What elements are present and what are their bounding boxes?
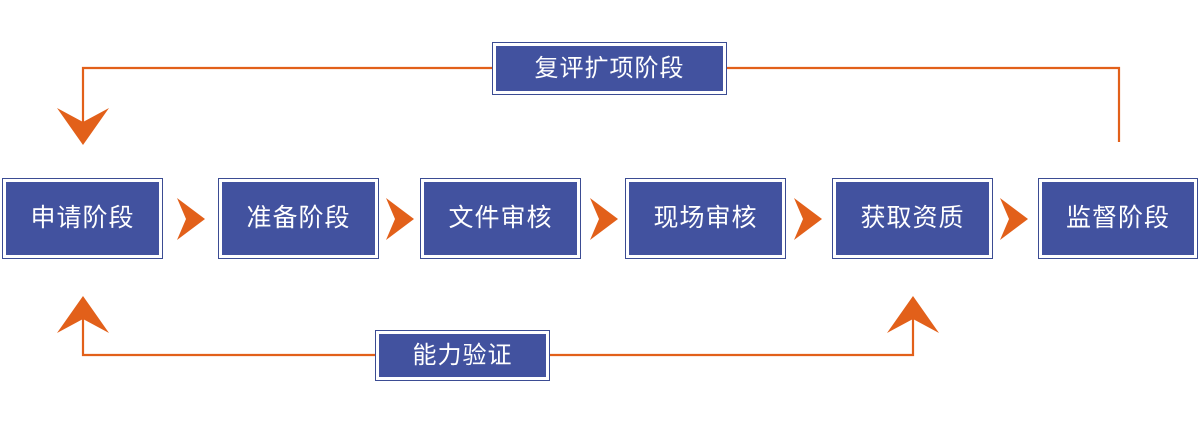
stage-box-6-fill: 监督阶段 — [1042, 182, 1194, 255]
stage-box-2[interactable]: 准备阶段 — [218, 178, 379, 259]
stage-label-4: 现场审核 — [653, 204, 758, 232]
chevron-4-icon — [794, 198, 822, 240]
stage-label-5: 获取资质 — [860, 204, 965, 232]
chevron-group — [177, 198, 1028, 240]
stage-box-2-fill: 准备阶段 — [222, 182, 375, 255]
feedback-bottom-path — [81, 315, 915, 357]
chevron-3-icon — [590, 198, 618, 240]
stage-box-5-fill: 获取资质 — [836, 182, 989, 255]
stage-box-6[interactable]: 监督阶段 — [1038, 178, 1198, 259]
stage-box-5[interactable]: 获取资质 — [832, 178, 993, 259]
feedback-top-box[interactable]: 复评扩项阶段 — [492, 42, 727, 95]
chevron-5-icon — [1000, 198, 1028, 240]
stage-label-1: 申请阶段 — [30, 204, 135, 232]
feedback-bottom-label: 能力验证 — [412, 341, 513, 369]
feedback-bottom-box[interactable]: 能力验证 — [375, 330, 550, 381]
stage-label-2: 准备阶段 — [246, 204, 351, 232]
stage-label-6: 监督阶段 — [1065, 204, 1170, 232]
stage-box-3[interactable]: 文件审核 — [420, 178, 581, 259]
chevron-2-icon — [386, 198, 414, 240]
arrowhead-bottom-right-icon — [887, 296, 939, 333]
feedback-bottom-box-fill: 能力验证 — [379, 334, 546, 377]
feedback-top-path — [81, 66, 1121, 142]
chevron-1-icon — [177, 198, 205, 240]
stage-box-3-fill: 文件审核 — [424, 182, 577, 255]
stage-label-3: 文件审核 — [448, 204, 553, 232]
arrowhead-bottom-left-icon — [57, 296, 109, 333]
feedback-top-box-fill: 复评扩项阶段 — [496, 46, 723, 91]
feedback-top-label: 复评扩项阶段 — [534, 54, 685, 82]
stage-box-4-fill: 现场审核 — [629, 182, 782, 255]
stage-box-4[interactable]: 现场审核 — [625, 178, 786, 259]
stage-box-1-fill: 申请阶段 — [6, 182, 159, 255]
stage-box-1[interactable]: 申请阶段 — [2, 178, 163, 259]
arrowhead-top-left-icon — [57, 108, 109, 145]
